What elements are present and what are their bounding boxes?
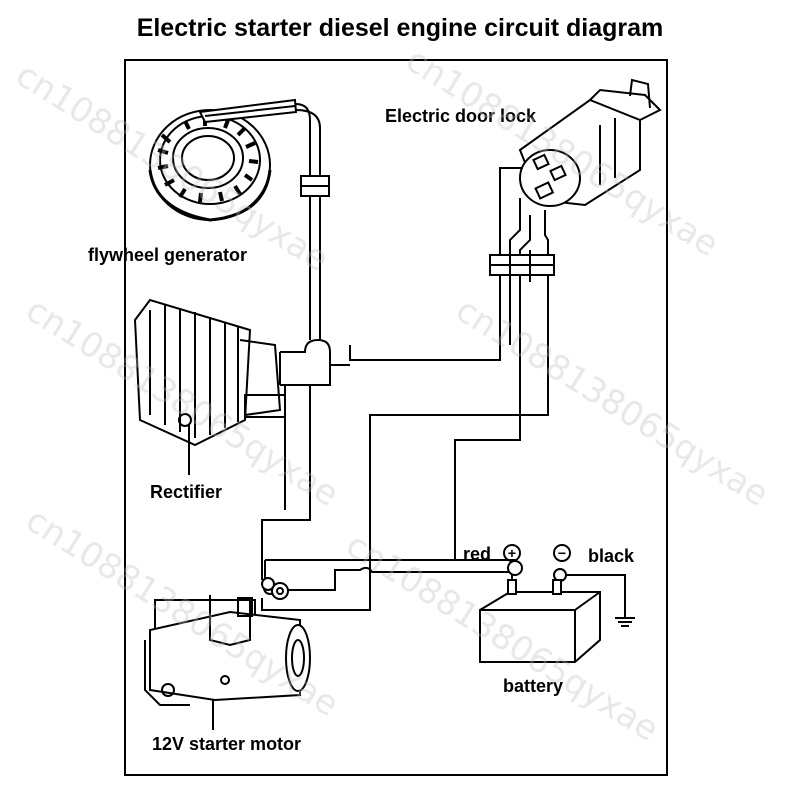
generator-lead-wire (295, 103, 330, 340)
battery-label: battery (503, 676, 564, 696)
starter-motor-drawing (144, 581, 311, 730)
positive-terminal-icon (503, 544, 521, 562)
diagram-title: Electric starter diesel engine circuit d… (136, 14, 664, 42)
electric-door-lock-label: Electric door lock (385, 106, 537, 126)
door-lock-lead-wires (349, 167, 555, 570)
electric-door-lock-drawing (518, 78, 662, 207)
negative-symbol: − (558, 545, 566, 561)
battery-drawing (479, 575, 601, 663)
flywheel-generator-drawing (148, 98, 298, 222)
negative-terminal-icon (553, 544, 571, 562)
main-wiring (261, 559, 635, 627)
starter-motor-label: 12V starter motor (152, 734, 302, 754)
terminal-symbols (503, 544, 571, 562)
red-wire-label: red (463, 544, 492, 564)
rectifier-label: Rectifier (150, 482, 223, 502)
diagram-frame (124, 59, 668, 776)
rectifier-drawing (133, 298, 286, 475)
rectifier-connector-wires (261, 338, 350, 580)
flywheel-generator-label: flywheel generator (88, 245, 248, 265)
positive-symbol: + (508, 545, 516, 561)
black-wire-label: black (588, 546, 635, 566)
